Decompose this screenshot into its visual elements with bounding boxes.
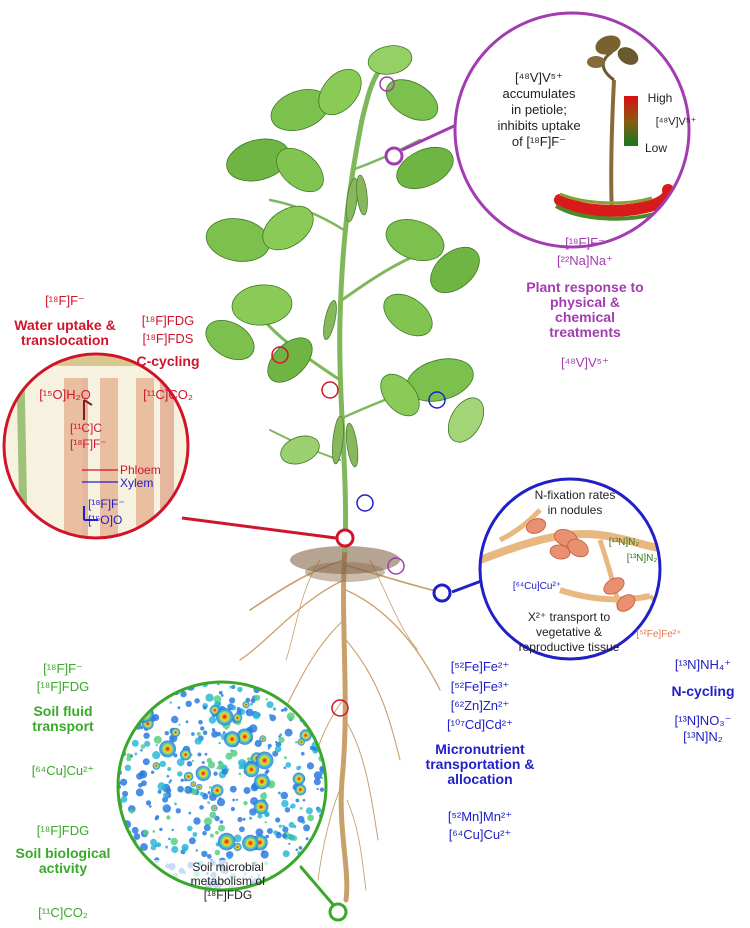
soil-bio-tracer-c11: [¹¹C]CO₂ xyxy=(38,905,88,920)
scale-tracer-label: [⁴⁸V]V⁵⁺ xyxy=(655,116,697,128)
soil-marker xyxy=(328,902,348,922)
micro-tracer-cd: [¹⁰⁷Cd]Cd²⁺ xyxy=(447,717,513,732)
ncycling-tracer-n2: [¹³N]N₂ xyxy=(683,729,723,744)
seed-pods xyxy=(323,174,368,468)
stem-inset xyxy=(2,352,190,540)
water-tracer-o15: [¹⁵O]H₂O xyxy=(39,387,91,402)
micronutrient-title: Micronutrient transportation & allocatio… xyxy=(425,741,535,787)
plant-response-title: Plant response to physical & chemical tr… xyxy=(526,279,644,340)
petiole-marker xyxy=(384,146,404,166)
water-tracer-f18: [¹⁸F]F⁻ xyxy=(45,293,85,308)
target-markers xyxy=(271,76,446,717)
nodules xyxy=(525,518,636,612)
micro-tracer-zn: [⁶²Zn]Zn²⁺ xyxy=(450,698,510,713)
soil-bio-title: Soil biological activity xyxy=(15,845,111,876)
petiole-inset xyxy=(453,11,691,249)
soil-bio-tracer-fdg: [¹⁸F]FDG xyxy=(36,823,90,838)
stem-marker xyxy=(335,528,355,548)
soil-inset xyxy=(116,680,328,906)
petiole-inset-text: [⁴⁸V]V⁵⁺ accumulates in petiole; inhibit… xyxy=(497,70,581,149)
soil-fluid-tracer-fdg: [¹⁸F]FDG xyxy=(36,679,90,694)
ncycling-tracer-nh4: [¹³N]NH₄⁺ xyxy=(674,657,732,672)
response-tracer-na22: [²²Na]Na⁺ xyxy=(557,253,613,268)
stem-o15-label: [¹⁵O]O xyxy=(88,513,123,527)
xylem-label: Xylem xyxy=(120,476,154,490)
nodule-n13-label-2: [¹³N]N₂ xyxy=(626,553,658,564)
nodule-marker xyxy=(432,583,452,603)
nodule-n13-label-1: [¹³N]N₂ xyxy=(608,537,640,548)
ncycling-title: N-cycling xyxy=(671,683,735,699)
response-tracer-v48: [⁴⁸V]V⁵⁺ xyxy=(561,355,609,370)
nfixation-text: N-fixation rates in nodules xyxy=(534,488,616,517)
nodule-fe52-label: [⁵²Fe]Fe²⁺ xyxy=(636,629,682,640)
root-crown-soil xyxy=(290,546,400,574)
soil-microbial-text: Soil microbial metabolism of [¹⁸F]FDG xyxy=(190,860,266,902)
ccycling-tracer-fds: [¹⁸F]FDS xyxy=(142,331,194,346)
stem-f18-top-label: [¹⁸F]F⁻ xyxy=(70,437,107,451)
intensity-scale-bar xyxy=(624,96,638,146)
scale-high-label: High xyxy=(647,91,673,105)
response-tracer-f18: [¹⁸F]F⁻ xyxy=(565,235,605,250)
stem-f18-bottom-label: [¹⁸F]F⁻ xyxy=(88,497,125,511)
ccycling-title: C-cycling xyxy=(136,353,200,369)
water-uptake-title: Water uptake & translocation xyxy=(14,317,116,348)
ccycling-tracer-fdg: [¹⁸F]FDG xyxy=(141,313,195,328)
nodule-cu64-label: [⁶⁴Cu]Cu²⁺ xyxy=(512,581,562,592)
micro-tracer-fe3: [⁵²Fe]Fe³⁺ xyxy=(450,679,510,694)
x2-transport-text: X²⁺ transport to vegetative & reproducti… xyxy=(518,610,620,654)
leaves xyxy=(205,45,485,465)
micro-tracer-cu: [⁶⁴Cu]Cu²⁺ xyxy=(448,827,512,842)
ccycling-tracer-c11: [¹¹C]CO₂ xyxy=(143,387,193,402)
scale-low-label: Low xyxy=(644,141,667,155)
micro-tracer-mn: [⁵²Mn]Mn²⁺ xyxy=(447,809,513,824)
soil-fluid-title: Soil fluid transport xyxy=(32,703,94,734)
soil-fluid-tracer-cu: [⁶⁴Cu]Cu²⁺ xyxy=(31,763,95,778)
phloem-label: Phloem xyxy=(120,463,161,477)
micro-tracer-fe2: [⁵²Fe]Fe²⁺ xyxy=(450,659,510,674)
ncycling-tracer-no3: [¹³N]NO₃⁻ xyxy=(674,713,732,728)
soil-fluid-tracer-f18: [¹⁸F]F⁻ xyxy=(43,661,83,676)
stem-c11-label: [¹¹C]C xyxy=(70,421,102,435)
